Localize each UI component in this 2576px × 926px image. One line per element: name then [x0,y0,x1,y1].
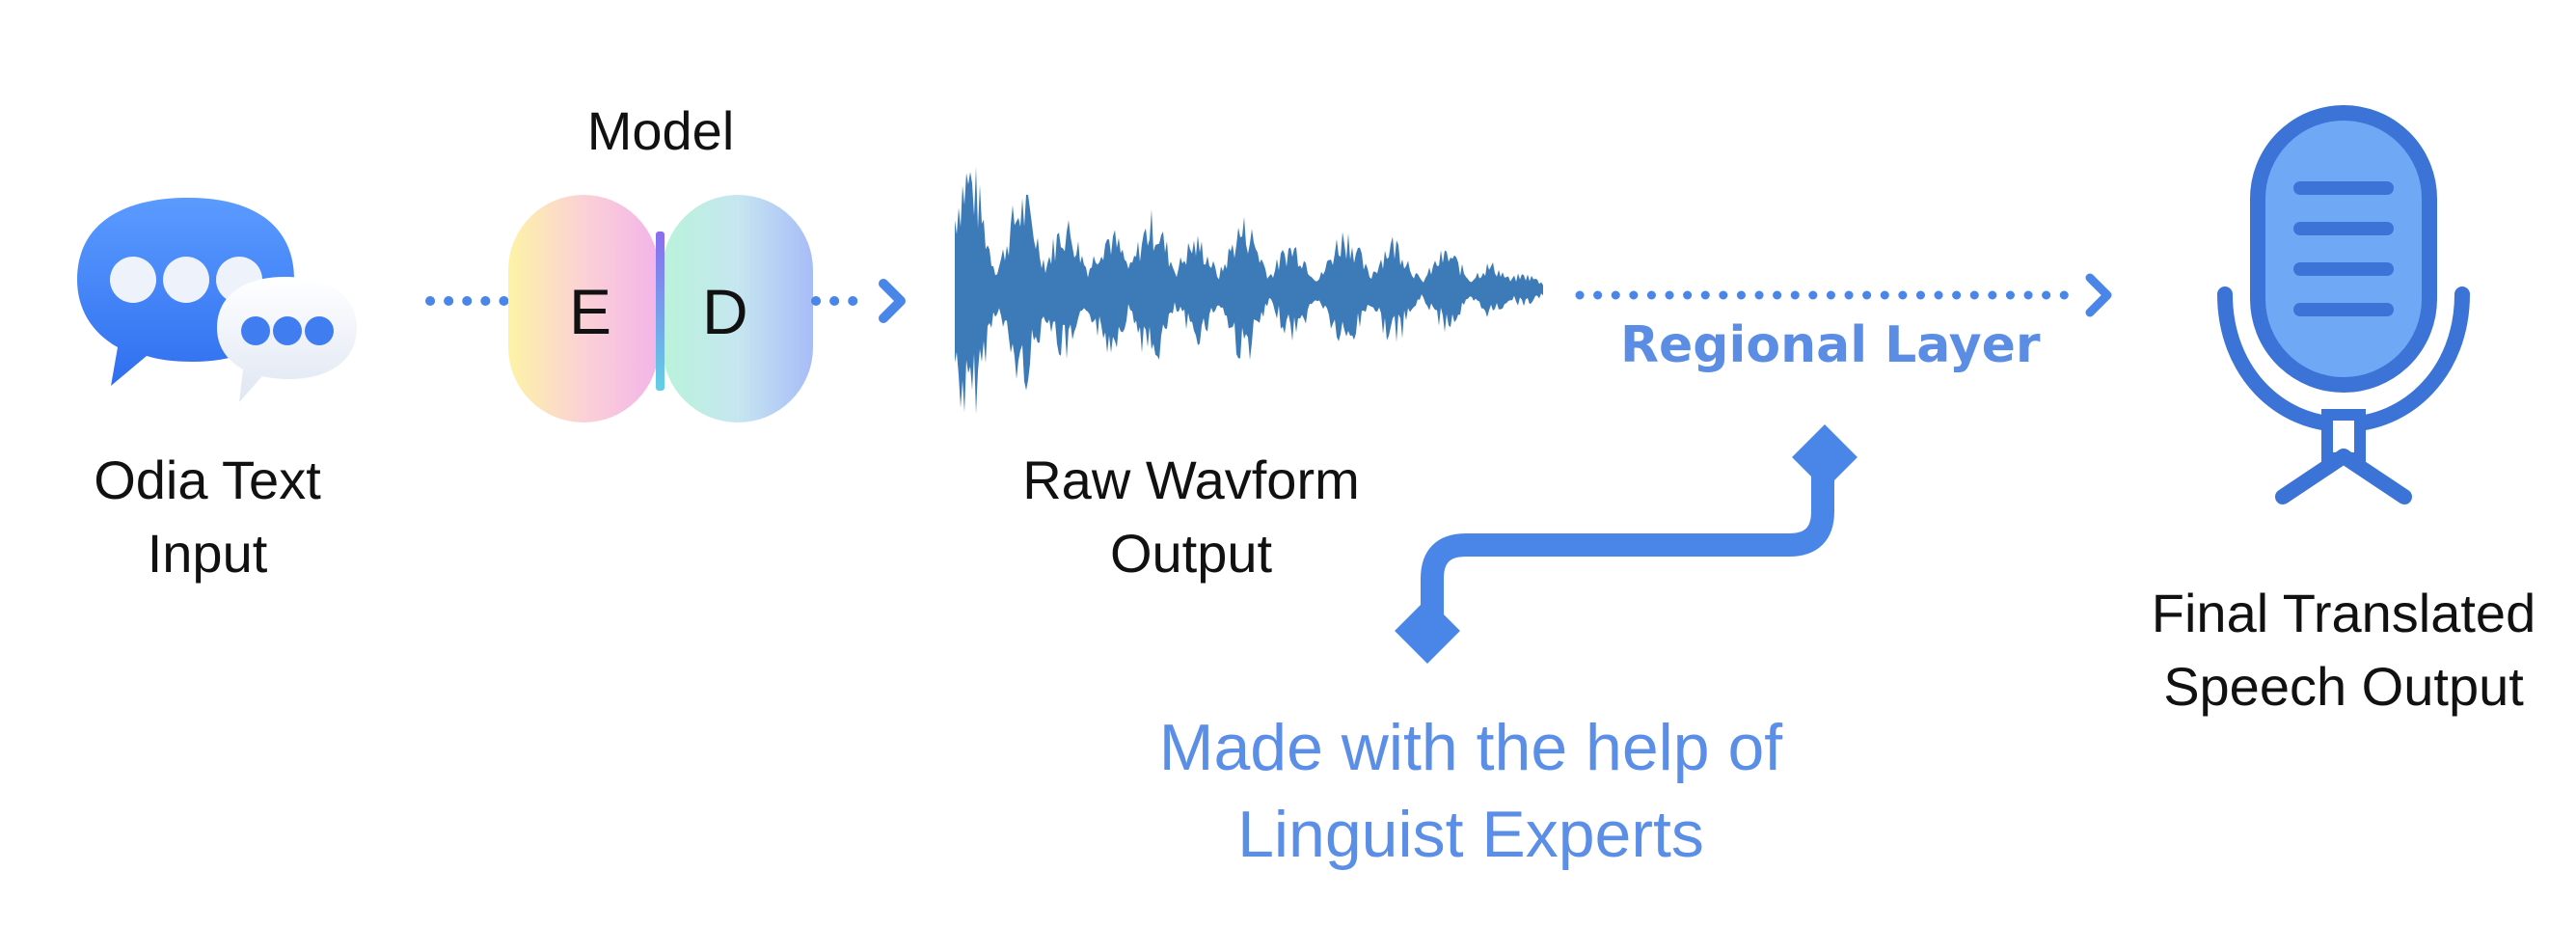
microphone-icon [2217,105,2470,504]
input-label-line-1: Odia Text [94,449,321,510]
decoder-letter: D [702,276,748,347]
model-divider [656,232,664,391]
encoder-letter: E [569,276,612,347]
decoder-block [663,195,813,422]
dotted-arrow-waveform-output [1575,273,2112,317]
encoder-block [508,195,659,422]
output-label-line-1: Final Translated [2151,583,2536,643]
model-title: Model [586,100,735,161]
dotted-arrow-model-waveform [811,279,906,323]
annotation-line-1: Made with the help of [1158,711,1783,784]
output-label: Final Translated Speech Output [2117,577,2570,723]
waveform-label-line-2: Output [1109,523,1273,584]
encoder-decoder-icon [508,195,813,422]
waveform-icon [955,167,1543,415]
annotation-connector [1395,424,1857,664]
waveform-label: Raw Wavform Output [974,444,1408,590]
annotation-text: Made with the help of Linguist Experts [1032,704,1910,878]
waveform-label-line-1: Raw Wavform [1022,449,1360,510]
chat-bubbles-icon [77,198,357,402]
connector-diamond-top [1792,424,1857,490]
dotted-connector-input-model [425,296,521,306]
annotation-line-2: Linguist Experts [1237,798,1704,871]
connector-diamond-bottom [1395,598,1460,664]
output-label-line-2: Speech Output [2163,656,2524,717]
regional-layer-label: Regional Layer [1620,316,2041,374]
input-label: Odia Text Input [58,444,357,590]
input-label-line-2: Input [147,523,268,584]
